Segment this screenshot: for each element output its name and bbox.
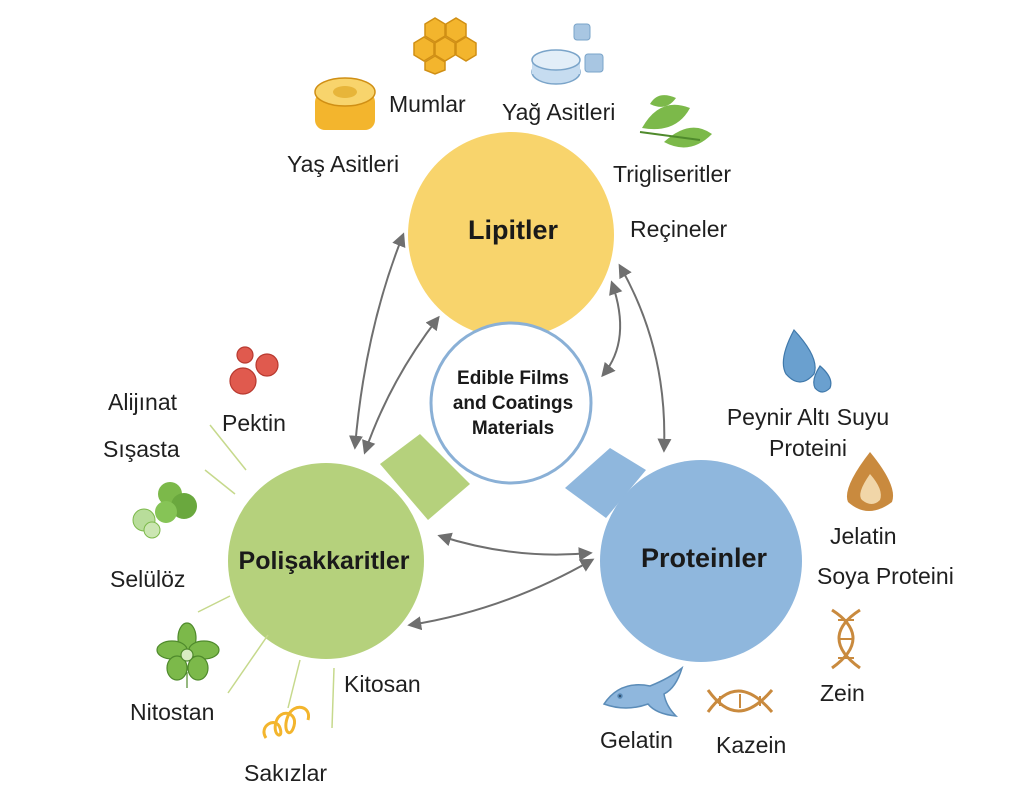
label-proteini: Proteini: [769, 435, 847, 461]
cell-cluster-icon: [132, 482, 197, 539]
label-receneler: Reçineler: [630, 216, 727, 242]
polysaccharides-title: Polişakkaritler: [239, 547, 410, 575]
oil-drop-icon: [846, 452, 894, 511]
dna-icon: [831, 608, 861, 670]
label-mumlar: Mumlar: [389, 91, 466, 117]
arrow-lipids-center-right: [601, 280, 623, 378]
label-trigliseritler: Trigliseritler: [613, 161, 731, 187]
coil-icon: [262, 705, 311, 739]
lipids-hub: [408, 132, 614, 338]
blue-connector: [565, 448, 646, 518]
droplet-icon: [782, 328, 832, 393]
label-kitosan: Kitosan: [344, 671, 421, 697]
arrow-poly-proteins-lower: [407, 558, 595, 631]
label-kazein: Kazein: [716, 732, 786, 758]
label-sisasta: Sışasta: [103, 436, 180, 462]
honeycomb-icon: [413, 17, 477, 75]
label-nitostan: Nitostan: [130, 699, 214, 725]
label-seluloz: Selülöz: [110, 566, 185, 592]
label-soya-proteini: Soya Proteini: [817, 563, 954, 589]
label-zein: Zein: [820, 680, 865, 706]
label-peynir-alti-suyu: Peynir Altı Suyu: [727, 404, 889, 430]
center-line-3: Materials: [472, 418, 554, 439]
arrow-lipids-proteins: [618, 263, 672, 453]
crystals-icon: [531, 23, 604, 85]
label-sakizlar: Sakızlar: [244, 760, 327, 786]
label-yag-asitleri: Yağ Asitleri: [502, 99, 615, 125]
center-line-1: Edible Films: [457, 368, 569, 389]
label-yas-asitleri: Yaş Asitleri: [287, 151, 399, 177]
fish-icon: [602, 665, 684, 717]
lipids-title: Lipitler: [468, 215, 558, 245]
label-gelatin: Gelatin: [600, 727, 673, 753]
leaves-icon: [639, 95, 712, 148]
berries-icon: [229, 346, 279, 395]
dna-icon-kazein: [706, 689, 774, 713]
polysaccharide-spokes: [197, 424, 335, 729]
label-pektin: Pektin: [222, 410, 286, 436]
proteins-title: Proteinler: [641, 543, 768, 573]
green-connector: [380, 434, 470, 520]
proteins-hub: [600, 460, 802, 662]
wax-block-icon: [314, 77, 376, 130]
flower-icon: [156, 622, 220, 688]
label-alijinat: Alijınat: [108, 389, 178, 415]
polysaccharides-hub: [228, 463, 424, 659]
center-line-2: and Coatings: [453, 393, 573, 414]
arrow-poly-proteins-upper: [437, 532, 593, 562]
label-jelatin: Jelatin: [830, 523, 896, 549]
arrow-lipids-center: [362, 315, 440, 455]
